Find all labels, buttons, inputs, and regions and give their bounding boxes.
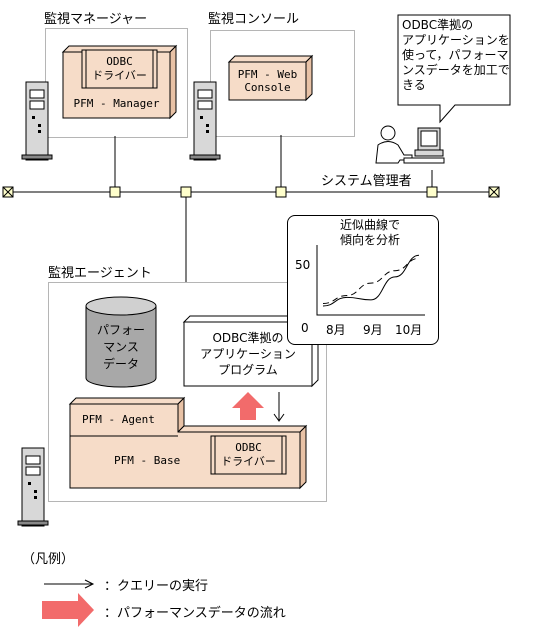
console-group-label: 監視コンソール (208, 12, 300, 27)
trend-chart-panel (287, 215, 439, 345)
agent-group-label: 監視エージェント (48, 266, 152, 281)
network-terminator-right (488, 186, 500, 198)
query-arrow (273, 392, 285, 422)
pfm-web-console-box (227, 54, 314, 102)
chart-x-tick-8: 8月 (326, 323, 346, 337)
pfm-agent-label: PFM - Agent (82, 413, 155, 426)
pfm-web-console-label: PFM - Web Console (237, 68, 298, 94)
pfm-manager-label: PFM - Manager (73, 96, 160, 110)
callout-text: ODBC準拠の アプリケーションを 使って，パフォーマ ンスデータを加工で きる (402, 18, 510, 92)
chart-title: 近似曲線で 傾向を分析 (339, 218, 400, 247)
chart-series-dashed (322, 257, 420, 305)
legend-flow-arrow (42, 593, 94, 627)
chart-axes (316, 245, 425, 316)
callout-bubble (397, 14, 511, 124)
system-admin-label: システム管理者 (321, 174, 412, 189)
odbc-driver-manager-label: ODBC ドライバー (92, 55, 147, 82)
trend-chart (316, 245, 425, 316)
performance-data-cylinder (85, 296, 157, 388)
legend-query-line (44, 579, 95, 589)
network-node-console (275, 186, 287, 198)
odbc-driver-manager-box (81, 49, 158, 89)
manager-group-label: 監視マネージャー (44, 12, 148, 27)
pfm-base-label: PFM - Base (114, 454, 181, 467)
chart-origin-label: 0 (301, 321, 309, 335)
chart-series-solid (322, 254, 420, 307)
system-admin-icon (375, 125, 445, 164)
chart-x-tick-9: 9月 (363, 323, 383, 337)
data-flow-arrow (232, 392, 264, 420)
chart-y-tick: 50 (295, 258, 311, 272)
network-node-admin (426, 186, 438, 198)
chart-x-tick-10: 10月 (395, 323, 423, 337)
odbc-app-label: ODBC準拠の アプリケーション プログラム (200, 331, 296, 377)
network-node-manager (109, 186, 121, 198)
legend-query-text: ：クエリーの実行 (104, 579, 209, 594)
odbc-driver-agent-label: ODBC ドライバー (221, 441, 276, 468)
server-icon-console (189, 81, 221, 161)
network-terminator-left (2, 186, 14, 198)
server-icon-manager (21, 81, 53, 161)
legend-title: （凡例） (22, 552, 75, 567)
network-node-agent (180, 186, 192, 198)
legend-flow-text: ：パフォーマンスデータの流れ (104, 606, 286, 621)
performance-data-label: パフォー マンス データ (96, 322, 145, 371)
server-icon-agent (17, 447, 49, 527)
odbc-driver-agent-box (210, 435, 287, 475)
